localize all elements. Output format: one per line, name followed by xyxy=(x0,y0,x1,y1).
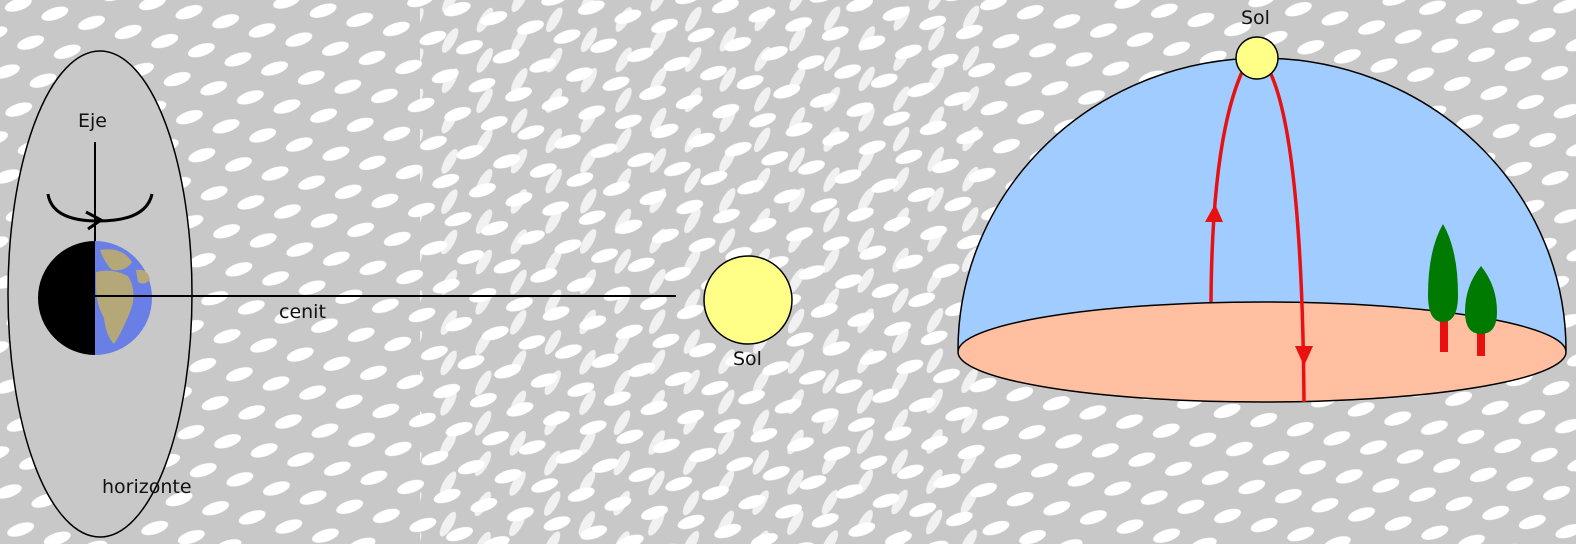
earth-icon xyxy=(38,241,152,355)
sun-label-dome: Sol xyxy=(1241,7,1270,29)
sun-icon xyxy=(1235,36,1279,80)
tree-icon xyxy=(1465,266,1497,356)
sun-path xyxy=(1205,71,1313,403)
background-overlay xyxy=(420,0,980,544)
ground-disk xyxy=(957,301,1567,403)
rotation-arrow-icon xyxy=(46,193,154,231)
tree-icon xyxy=(1428,224,1458,352)
zenith-label: cenit xyxy=(279,301,326,323)
axis-label: Eje xyxy=(78,110,107,132)
horizon-label: horizonte xyxy=(102,476,192,498)
sun-label-center: Sol xyxy=(733,348,762,370)
sun-icon xyxy=(703,255,793,345)
